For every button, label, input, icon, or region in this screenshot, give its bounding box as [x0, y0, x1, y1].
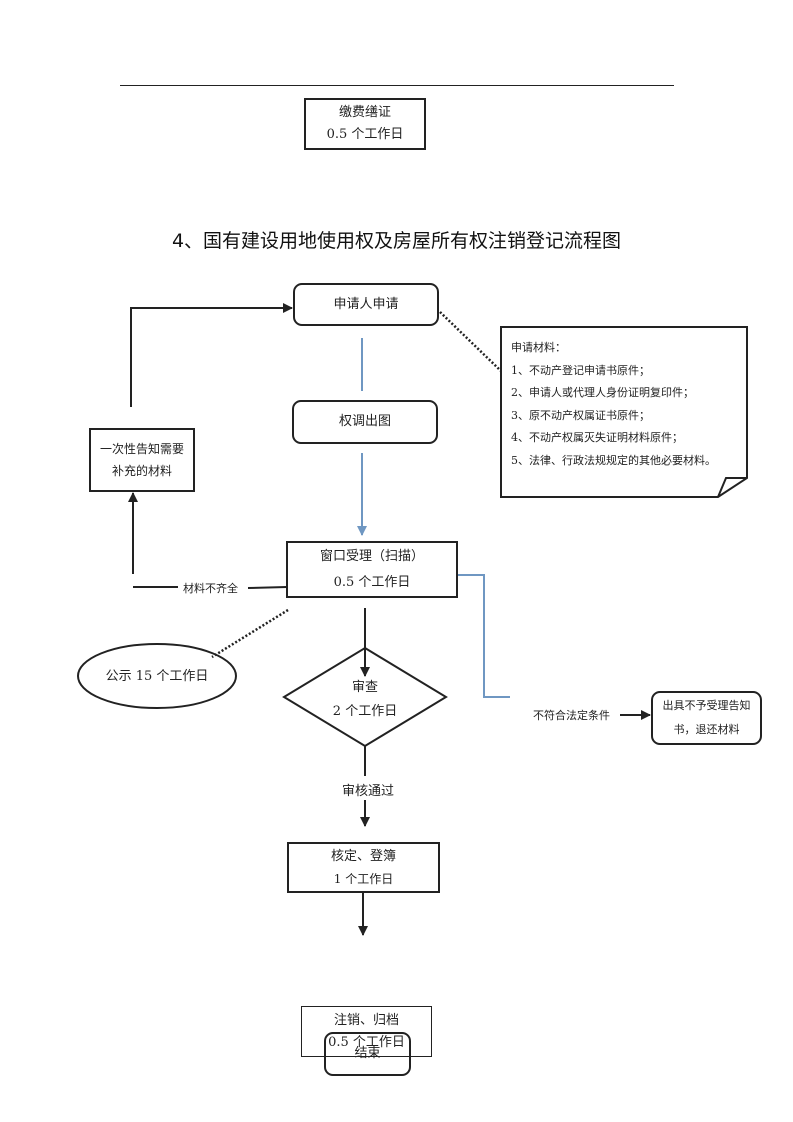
- materials-note-item: 2、申请人或代理人身份证明复印件；: [511, 386, 694, 399]
- node-end: 结束: [324, 1032, 411, 1076]
- materials-note-heading: 申请材料：: [511, 341, 566, 354]
- node-supplement-line2: 补充的材料: [111, 464, 172, 478]
- node-review-line1: 审查: [351, 680, 378, 695]
- materials-note-item: 3、原不动产权属证书原件；: [511, 408, 650, 422]
- node-reject: 出具不予受理告知 书，退还材料: [651, 691, 762, 745]
- node-apply-label: 申请人申请: [333, 296, 399, 312]
- materials-note-item: 1、不动产登记申请书原件；: [511, 363, 650, 377]
- page-rule: [120, 85, 674, 86]
- node-end-label: 结束: [354, 1046, 381, 1061]
- node-approve-line1: 核定、登簿: [330, 848, 396, 864]
- node-supplement: 一次性告知需要 补充的材料: [89, 428, 195, 492]
- page-title: 4、国有建设用地使用权及房屋所有权注销登记流程图: [171, 230, 622, 252]
- node-supplement-line1: 一次性告知需要: [99, 442, 184, 456]
- node-window-line2: 0.5 个工作日: [333, 574, 411, 590]
- edge-label-incomplete: 材料不齐全: [183, 580, 238, 596]
- node-reject-line2: 书，退还材料: [673, 723, 740, 736]
- node-reject-line1: 出具不予受理告知: [662, 699, 751, 712]
- node-window: 窗口受理（扫描） 0.5 个工作日: [286, 541, 458, 598]
- materials-note-item: 5、法律、行政法规规定的其他必要材料。: [511, 453, 716, 467]
- node-survey-label: 权调出图: [338, 414, 391, 429]
- node-archive-line1: 注销、归档: [333, 1012, 399, 1028]
- payment-certificate-box: 缴费缮证 0.5 个工作日: [304, 98, 426, 150]
- edge-label-passed: 审核通过: [342, 780, 395, 799]
- node-window-line1: 窗口受理（扫描）: [319, 548, 424, 564]
- dotted-link-note: [439, 311, 502, 372]
- node-approve: 核定、登簿 1 个工作日: [287, 842, 440, 893]
- connector-incomplete-right: [247, 586, 288, 589]
- node-archive: 注销、归档 0.5 个工作日: [301, 1006, 432, 1057]
- node-review-line2: 2 个工作日: [332, 704, 398, 719]
- node-review: 审查 2 个工作日: [315, 676, 415, 724]
- payment-certificate-duration: 0.5 个工作日: [326, 127, 404, 142]
- materials-note-item: 4、不动产权属灭失证明材料原件；: [511, 431, 683, 444]
- node-publicity-label: 公示 15 个工作日: [105, 669, 209, 684]
- payment-certificate-label: 缴费缮证: [338, 105, 391, 120]
- publicity-ellipse: [77, 643, 237, 709]
- materials-note-shape: [500, 326, 748, 498]
- node-survey: 权调出图: [292, 400, 438, 444]
- dotted-link-publicity: [211, 608, 289, 659]
- connector-window-notqualified: [457, 574, 510, 698]
- node-publicity: 公示 15 个工作日: [78, 664, 236, 690]
- note-fold-icon: [717, 477, 747, 498]
- materials-note: 申请材料： 1、不动产登记申请书原件； 2、申请人或代理人身份证明复印件； 3、…: [511, 337, 716, 472]
- node-approve-line2: 1 个工作日: [333, 871, 394, 886]
- edge-label-not-qualified: 不符合法定条件: [533, 707, 610, 723]
- node-apply: 申请人申请: [293, 283, 439, 326]
- node-archive-line2: 0.5 个工作日: [328, 1034, 405, 1050]
